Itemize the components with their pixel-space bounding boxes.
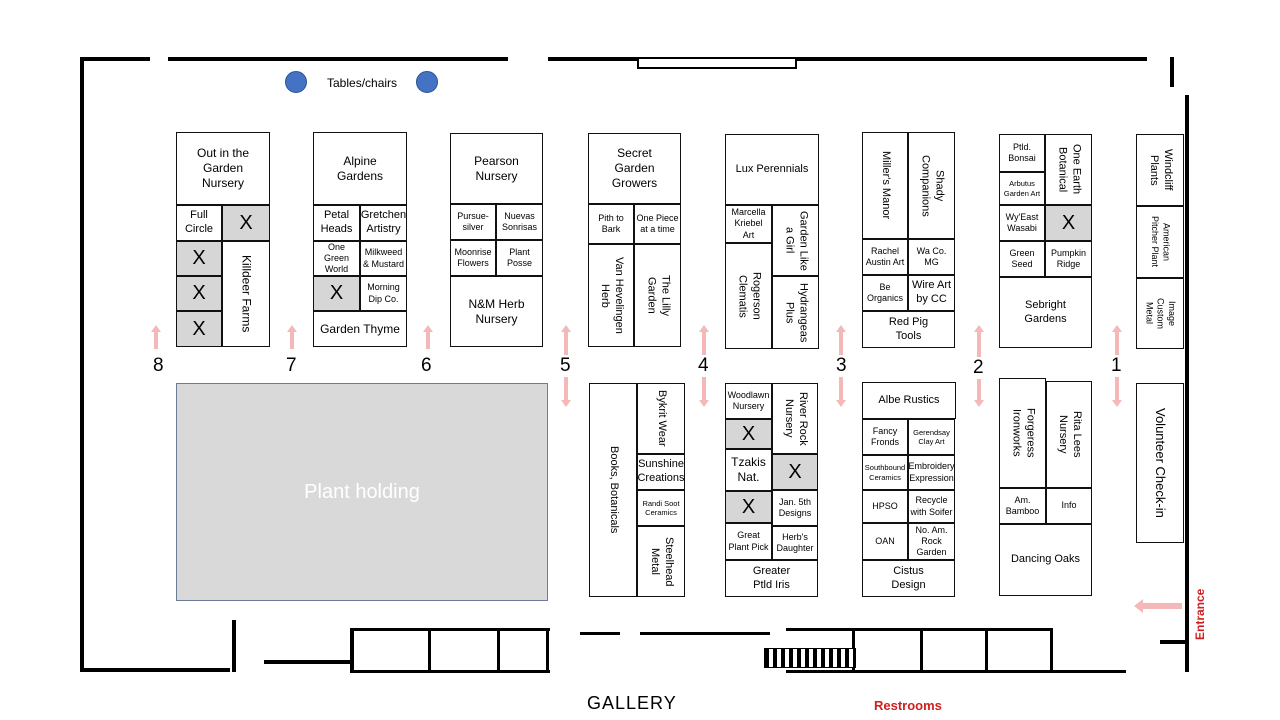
booth-arbutus-garden-art[interactable]: Arbutus Garden Art [999, 172, 1045, 205]
booth-pith-to-bark[interactable]: Pith to Bark [588, 204, 634, 244]
table-left [285, 71, 307, 93]
booth-shady-companions[interactable]: Shady Companions [908, 132, 955, 239]
booth-millers-manor[interactable]: Miller's Manor [862, 132, 908, 239]
booth-pumpkin-ridge[interactable]: Pumpkin Ridge [1045, 241, 1092, 277]
booth-american-pitcher-plant[interactable]: American Pitcher Plant [1136, 206, 1184, 278]
gallery-label: GALLERY [587, 693, 677, 713]
booth-windcliff-plants[interactable]: Windcliff Plants [1136, 134, 1184, 206]
booth-lux-perennials[interactable]: Lux Perennials [725, 134, 819, 205]
booth-greater-ptld-iris[interactable]: Greater Ptld Iris [725, 560, 818, 597]
booth-jan-5th-designs[interactable]: Jan. 5th Designs [772, 490, 818, 526]
booth-reserved-x[interactable]: X [772, 454, 818, 490]
booth-reserved-x[interactable]: X [313, 276, 360, 311]
booth-gretchen-artistry[interactable]: Gretchen Artistry [360, 205, 407, 241]
booth-am-bamboo[interactable]: Am. Bamboo [999, 488, 1046, 524]
booth-volunteer-check-in[interactable]: Volunteer Check-in [1136, 383, 1184, 543]
booth-nuevas-sonrisas[interactable]: Nuevas Sonrisas [496, 204, 543, 240]
booth-reserved-x[interactable]: X [176, 276, 222, 311]
booth-steelhead-metal[interactable]: Steelhead Metal [637, 526, 685, 597]
booth-plant-posse[interactable]: Plant Posse [496, 240, 543, 276]
entrance-label: Entrance [1193, 588, 1207, 640]
booth-one-green-world[interactable]: One Green World [313, 241, 360, 276]
booth-forgeress-ironworks[interactable]: Forgeress Ironworks [999, 378, 1046, 488]
booth-herbs-daughter[interactable]: Herb's Daughter [772, 526, 818, 560]
booth-pursuesilver[interactable]: Pursue- silver [450, 204, 496, 240]
booth-woodlawn-nursery[interactable]: Woodlawn Nursery [725, 383, 772, 419]
aisle-number: 6 [421, 355, 432, 376]
booth-hpso[interactable]: HPSO [862, 490, 908, 523]
booth-embroidery-expression[interactable]: Embroidery Expression [908, 455, 955, 490]
booth-tzakis-nat[interactable]: Tzakis Nat. [725, 449, 772, 491]
booth-green-seed[interactable]: Green Seed [999, 241, 1045, 277]
plant-holding-area: Plant holding [176, 383, 548, 601]
booth-gerendsay-clay-art[interactable]: Gerendsay Clay Art [908, 419, 955, 455]
booth-dancing-oaks[interactable]: Dancing Oaks [999, 524, 1092, 596]
booth-southbound-ceramics[interactable]: Southbound Ceramics [862, 455, 908, 490]
booth-full-circle[interactable]: Full Circle [176, 205, 222, 241]
aisle-number: 5 [560, 355, 571, 377]
booth-one-piece-at-a-time[interactable]: One Piece at a time [634, 204, 681, 244]
booth-pearson-nursery[interactable]: Pearson Nursery [450, 133, 543, 204]
booth-albe-rustics[interactable]: Albe Rustics [862, 382, 956, 419]
booth-reserved-x[interactable]: X [725, 419, 772, 449]
booth-oan[interactable]: OAN [862, 523, 908, 560]
booth-fancy-fronds[interactable]: Fancy Fronds [862, 419, 908, 455]
booth-reserved-x[interactable]: X [176, 311, 222, 347]
booth-wa-co-mg[interactable]: Wa Co. MG [908, 239, 955, 275]
booth-no-am-rock-garden[interactable]: No. Am. Rock Garden [908, 523, 955, 560]
booth-rita-lees-nursery[interactable]: Rita Lees Nursery [1046, 381, 1092, 488]
booth-cistus-design[interactable]: Cistus Design [862, 560, 955, 597]
booth-wyeast-wasabi[interactable]: Wy'East Wasabi [999, 205, 1045, 241]
booth-wire-art-by-cc[interactable]: Wire Art by CC [908, 275, 955, 311]
booth-rachel-austin-art[interactable]: Rachel Austin Art [862, 239, 908, 275]
booth-one-earth-botanical[interactable]: One Earth Botanical [1045, 134, 1092, 205]
table-right [416, 71, 438, 93]
booth-info[interactable]: Info [1046, 488, 1092, 524]
booth-reserved-x[interactable]: X [1045, 205, 1092, 241]
booth-garden-thyme[interactable]: Garden Thyme [313, 311, 407, 347]
booth-morning-dip[interactable]: Morning Dip Co. [360, 276, 407, 311]
booth-reserved-x[interactable]: X [176, 241, 222, 276]
booth-milkweed-mustard[interactable]: Milkweed & Mustard [360, 241, 407, 276]
booth-moonrise-flowers[interactable]: Moonrise Flowers [450, 240, 496, 276]
booth-river-rock-nursery[interactable]: River Rock Nursery [772, 383, 818, 454]
booth-reserved-x[interactable]: X [725, 491, 772, 523]
booth-great-plant-pick[interactable]: Great Plant Pick [725, 523, 772, 560]
booth-randi-soot-ceramics[interactable]: Randi Soot Ceramics [637, 490, 685, 526]
booth-sunshine-creations[interactable]: Sunshine Creations [637, 454, 685, 490]
aisle-number: 8 [153, 355, 164, 376]
aisle-number: 4 [698, 355, 709, 377]
booth-petal-heads[interactable]: Petal Heads [313, 205, 360, 241]
tables-label: Tables/chairs [327, 76, 398, 90]
booth-hydrangeas-plus[interactable]: Hydrangeas Plus [772, 276, 819, 349]
booth-red-pig-tools[interactable]: Red Pig Tools [862, 311, 955, 348]
booth-marcella-kriebel-art[interactable]: Marcella Kriebel Art [725, 205, 772, 243]
aisle-number: 7 [286, 355, 297, 376]
booth-out-in-the-garden[interactable]: Out in the Garden Nursery [176, 132, 270, 205]
booth-killdeer-farms[interactable]: Killdeer Farms [222, 241, 270, 347]
booth-rogerson-clematis[interactable]: Rogerson Clematis [725, 243, 772, 349]
booth-ptld-bonsai[interactable]: Ptld. Bonsai [999, 134, 1045, 172]
booth-lilly-garden[interactable]: The Lilly Garden [634, 244, 681, 347]
aisle-number: 2 [973, 357, 984, 379]
booth-alpine-gardens[interactable]: Alpine Gardens [313, 132, 407, 205]
booth-image-custom-metal[interactable]: Image Custom Metal [1136, 278, 1184, 349]
booth-garden-like-a-girl[interactable]: Garden Like a Girl [772, 205, 819, 276]
booth-sebright-gardens[interactable]: Sebright Gardens [999, 277, 1092, 348]
booth-bykrit-wear[interactable]: Bykrit Wear [637, 383, 685, 454]
aisle-number: 3 [836, 355, 847, 377]
booth-secret-garden-growers[interactable]: Secret Garden Growers [588, 133, 681, 204]
booth-be-organics[interactable]: Be Organics [862, 275, 908, 311]
booth-nm-herb-nursery[interactable]: N&M Herb Nursery [450, 276, 543, 347]
booth-recycle-with-soifer[interactable]: Recycle with Soifer [908, 490, 955, 523]
aisle-number: 1 [1111, 355, 1122, 377]
entrance-arrow [1134, 599, 1182, 618]
restrooms-label: Restrooms [874, 698, 942, 713]
booth-reserved-x[interactable]: X [222, 205, 270, 241]
booth-van-hevelingen-herb[interactable]: Van Hevelingen Herb [588, 244, 634, 347]
booth-books-botanicals[interactable]: Books, Botanicals [589, 383, 637, 597]
